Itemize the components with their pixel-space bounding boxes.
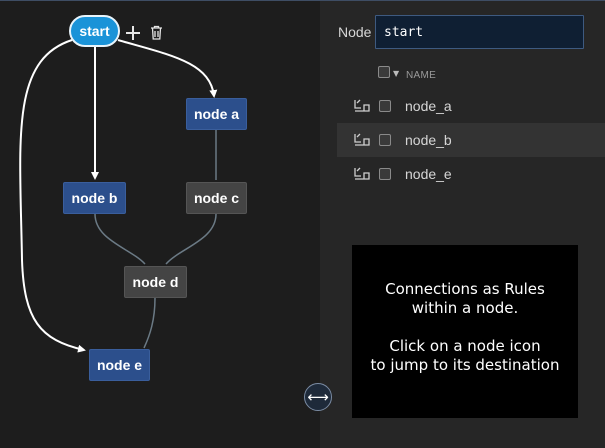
row-label: node_e [405, 166, 452, 182]
sort-caret-icon[interactable]: ▼ [393, 69, 400, 78]
jump-icon[interactable] [353, 133, 371, 149]
graph-node-node-c[interactable]: node c [186, 182, 247, 214]
help-text-line: Click on a node icon [389, 337, 541, 355]
graph-canvas[interactable] [0, 1, 320, 448]
graph-node-node-d[interactable]: node d [124, 266, 187, 298]
top-rule [0, 0, 605, 1]
help-text-line: to jump to its destination [370, 356, 560, 374]
row-label: node_b [405, 132, 452, 148]
list-item[interactable]: node_a [337, 89, 605, 123]
list-item[interactable]: node_b [337, 123, 605, 157]
row-label: node_a [405, 98, 452, 114]
node-field-label: Node [338, 24, 372, 40]
edge-start-node-a [117, 39, 218, 98]
select-all-checkbox[interactable] [378, 66, 390, 78]
help-text-line: within a node. [411, 299, 519, 317]
name-column-header[interactable]: NAME [406, 70, 437, 81]
graph-edges [19, 39, 218, 353]
list-item[interactable]: node_e [337, 157, 605, 191]
graph-node-node-e[interactable]: node e [89, 349, 150, 381]
graph-node-node-a[interactable]: node a [186, 98, 247, 130]
jump-icon[interactable] [353, 167, 371, 183]
help-text-line: Connections as Rules [385, 280, 545, 298]
edge-node-d-node-e [143, 297, 156, 349]
plus-icon[interactable] [125, 25, 141, 41]
edge-start-node-e [19, 39, 86, 353]
row-checkbox[interactable] [379, 168, 391, 180]
panel-splitter[interactable]: ⟷ [304, 383, 332, 411]
row-checkbox[interactable] [379, 100, 391, 112]
row-checkbox[interactable] [379, 134, 391, 146]
help-tooltip: Connections as Rules within a node. Clic… [352, 245, 578, 418]
graph-node-start[interactable]: start [69, 15, 120, 47]
trash-icon[interactable] [150, 25, 163, 40]
jump-icon[interactable] [353, 99, 371, 115]
graph-node-node-b[interactable]: node b [63, 182, 126, 214]
edge-node-c-node-d [165, 213, 217, 265]
left-right-arrow-icon: ⟷ [307, 388, 329, 406]
node-name-input[interactable] [375, 15, 584, 49]
edge-node-b-node-d [94, 213, 146, 265]
